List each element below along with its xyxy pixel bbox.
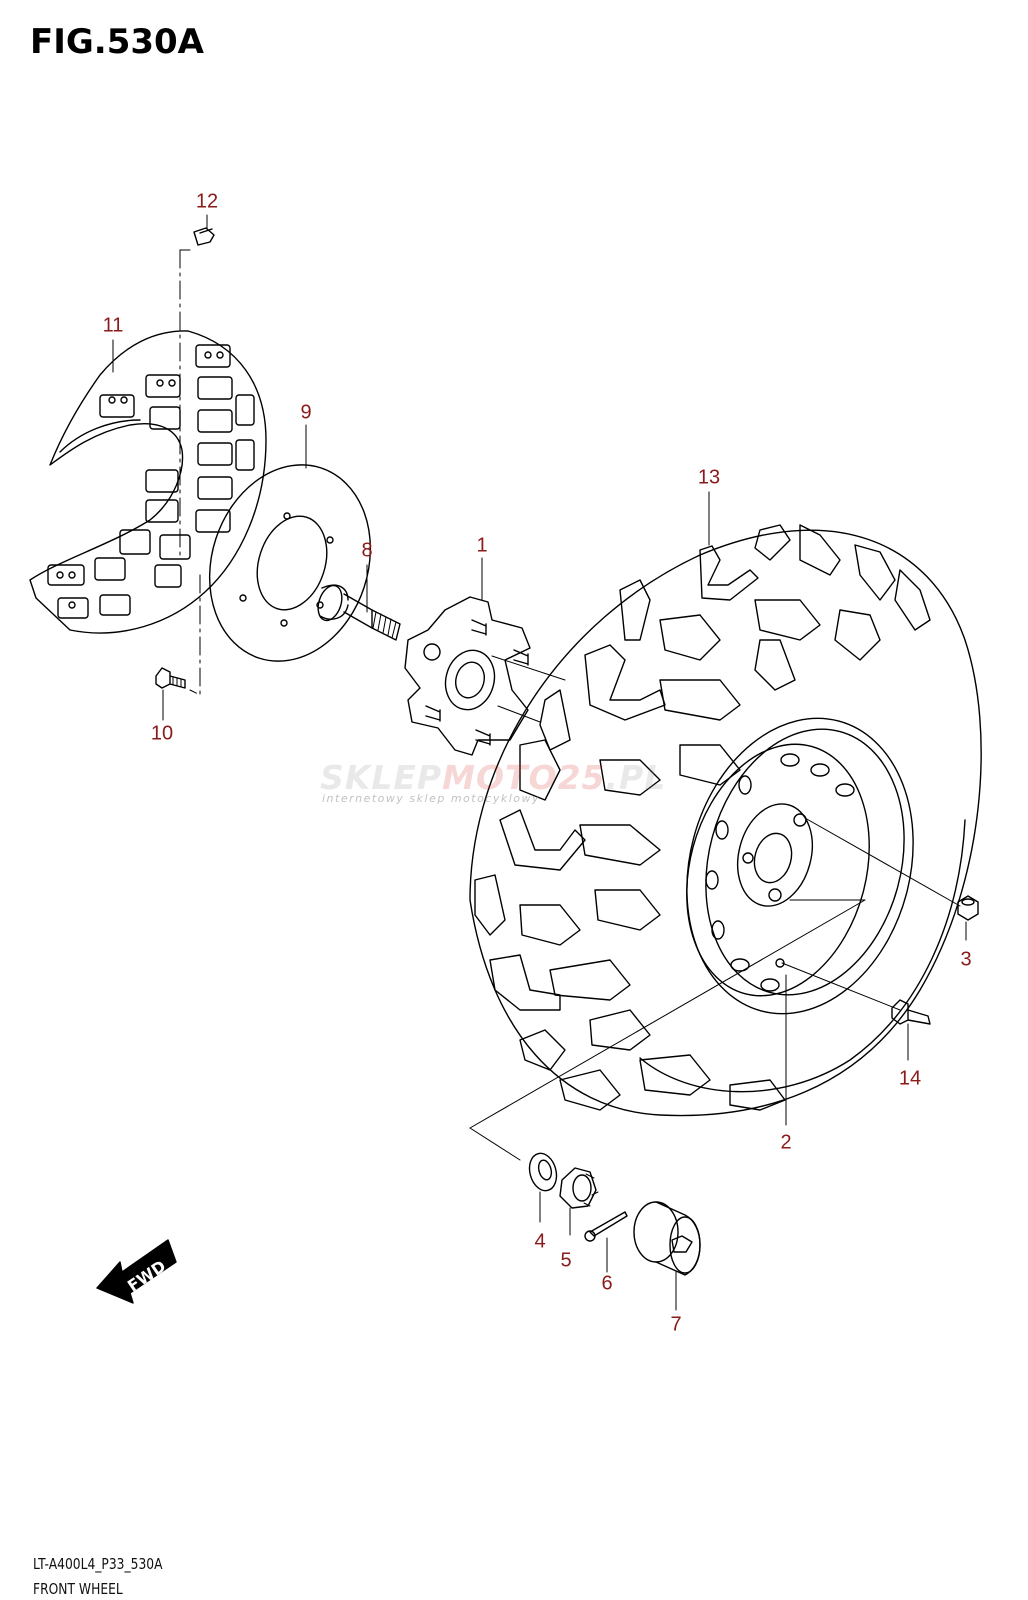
figure-code: LT-A400L4_P33_530A	[33, 1555, 163, 1573]
bolt-12-shape	[193, 227, 215, 246]
callout-13: 13	[697, 466, 721, 489]
callout-1: 1	[476, 534, 488, 557]
cotter-pin	[584, 1211, 628, 1242]
callout-14: 14	[898, 1067, 922, 1090]
watermark-brand-a: SKLEP	[320, 758, 443, 797]
callout-11: 11	[102, 314, 124, 337]
washer	[528, 1152, 558, 1192]
figure-title: FIG.530A	[30, 22, 204, 62]
callout-10: 10	[150, 722, 174, 745]
wheel-nut	[957, 895, 979, 921]
tire-valve	[891, 999, 931, 1025]
castle-nut	[559, 1167, 599, 1209]
callout-2: 2	[780, 1131, 792, 1154]
watermark-brand-c: 25	[557, 758, 606, 797]
callout-3: 3	[960, 948, 972, 971]
atv-tire	[469, 524, 982, 1117]
callout-12: 12	[195, 190, 219, 213]
callout-8: 8	[361, 539, 373, 562]
callout-6: 6	[601, 1272, 613, 1295]
watermark-tagline: internetowy sklep motocyklowy	[322, 792, 541, 805]
callout-4: 4	[534, 1230, 546, 1253]
callout-5: 5	[560, 1249, 572, 1272]
watermark-brand-d: .PL	[605, 758, 667, 797]
wheel-rim	[686, 717, 914, 1015]
front-hub	[404, 596, 531, 756]
watermark-brand-b: MOTO	[442, 758, 558, 797]
watermark-logo: SKLEPMOTO25.PL	[320, 758, 666, 797]
brake-disc	[208, 464, 372, 662]
figure-caption: FRONT WHEEL	[33, 1580, 123, 1598]
callout-7: 7	[670, 1313, 682, 1336]
fwd-arrow-icon: FWD	[96, 1239, 177, 1304]
hub-cap	[633, 1201, 701, 1276]
hub-stud-shaft	[317, 584, 401, 641]
bolt-10-shape	[155, 667, 186, 689]
callout-9: 9	[300, 401, 312, 424]
brake-disc-guard	[29, 330, 267, 634]
